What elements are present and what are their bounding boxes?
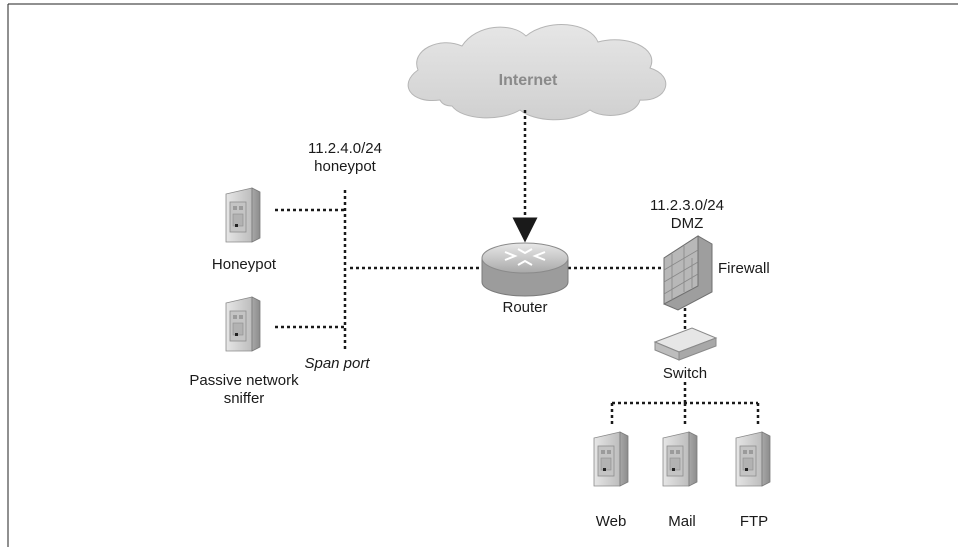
router-icon <box>481 242 569 297</box>
firewall-label: Firewall <box>718 260 770 277</box>
sniffer-label-line1: Passive network <box>189 372 299 389</box>
web-label: Web <box>595 513 627 530</box>
firewall-icon <box>663 235 713 311</box>
sniffer-label-line2: sniffer <box>223 390 265 407</box>
honeypot-server-icon <box>225 187 261 243</box>
internet-label: Internet <box>498 72 558 89</box>
switch-label: Switch <box>662 365 708 382</box>
honeypot-subnet-name: honeypot <box>314 158 376 175</box>
dmz-subnet-name: DMZ <box>670 215 704 232</box>
span-port-label: Span port <box>304 355 370 372</box>
honeypot-label: Honeypot <box>211 256 277 273</box>
mail-label: Mail <box>668 513 696 530</box>
internet-cloud-icon <box>407 24 667 121</box>
honeypot-subnet-cidr: 11.2.4.0/24 <box>308 140 382 157</box>
dmz-subnet-cidr: 11.2.3.0/24 <box>650 197 724 214</box>
ftp-server-icon <box>735 431 771 487</box>
ftp-label: FTP <box>739 513 769 530</box>
web-server-icon <box>593 431 629 487</box>
sniffer-server-icon <box>225 296 261 352</box>
switch-icon <box>653 327 718 361</box>
mail-server-icon <box>662 431 698 487</box>
router-label: Router <box>502 299 548 316</box>
